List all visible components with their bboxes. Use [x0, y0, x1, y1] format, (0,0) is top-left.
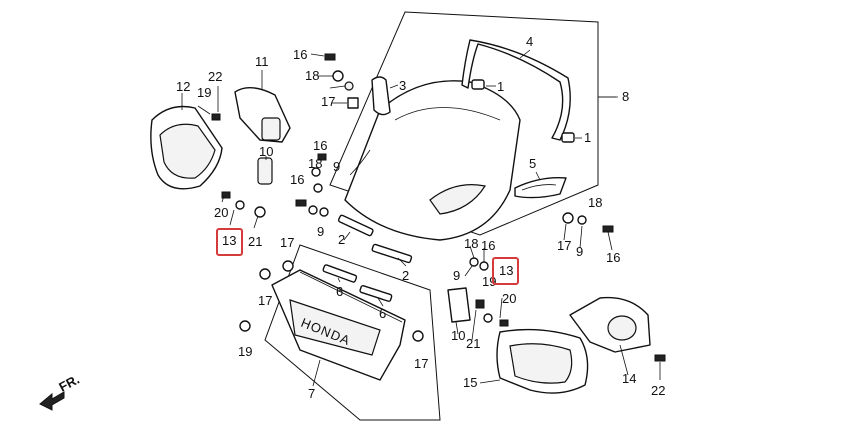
callout-16: 16 [293, 47, 307, 62]
callout-17: 17 [258, 293, 272, 308]
vent-piece [514, 177, 567, 199]
callout-22: 22 [208, 69, 222, 84]
highlight-box-13-right [492, 257, 519, 285]
callout-1: 1 [584, 130, 591, 145]
callout-10: 10 [259, 144, 273, 159]
callout-12: 12 [176, 79, 190, 94]
callout-15: 15 [463, 375, 477, 390]
callout-13: 13 [499, 263, 513, 278]
callout-17: 17 [414, 356, 428, 371]
callout-1: 1 [497, 79, 504, 94]
callout-19: 19 [197, 85, 211, 100]
leader-lines [181, 49, 661, 387]
windscreen-trim [461, 39, 571, 141]
callout-19: 19 [238, 344, 252, 359]
callout-11: 11 [255, 54, 269, 69]
cowl-strip-left [322, 264, 358, 283]
windscreen [344, 80, 521, 241]
callout-7: 7 [308, 386, 315, 401]
callout-8: 8 [622, 89, 629, 104]
direction-label: FR. [56, 372, 82, 395]
highlight-box-13-left [216, 228, 243, 256]
callout-10: 10 [451, 328, 465, 343]
callout-4: 4 [526, 34, 533, 49]
callout-9: 9 [317, 224, 324, 239]
callout-2: 2 [402, 268, 409, 283]
front-arrow-icon [39, 391, 65, 411]
callout-21: 21 [466, 336, 480, 351]
callout-5: 5 [529, 156, 536, 171]
right-mirror-mount [447, 287, 471, 323]
callout-17: 17 [557, 238, 571, 253]
callout-14: 14 [622, 371, 636, 386]
right-mirror-housing [496, 328, 589, 394]
callout-6: 6 [379, 306, 386, 321]
fasteners [211, 53, 666, 362]
callout-21: 21 [248, 234, 262, 249]
windscreen-group-box [329, 11, 599, 236]
callout-17: 17 [280, 235, 294, 250]
callout-17: 17 [321, 94, 335, 109]
clip-right [561, 132, 575, 143]
callout-9: 9 [333, 159, 340, 174]
callout-labels: 1 1 2 2 3 4 5 6 6 7 8 9 9 9 9 10 10 11 1… [176, 34, 665, 401]
molding-left [337, 214, 374, 237]
rubber-boot-left [257, 157, 273, 185]
clip-top [471, 79, 485, 90]
side-deflector-small [371, 76, 391, 116]
callout-18: 18 [305, 68, 319, 83]
callout-16: 16 [313, 138, 327, 153]
callout-6: 6 [336, 284, 343, 299]
callout-3: 3 [399, 78, 406, 93]
molding-right [371, 243, 413, 264]
callout-22: 22 [651, 383, 665, 398]
callout-20: 20 [502, 291, 516, 306]
cowl-strip-right [359, 285, 393, 302]
callout-9: 9 [576, 244, 583, 259]
right-mirror-bracket [569, 296, 651, 353]
callout-18: 18 [308, 156, 322, 171]
callout-13: 13 [222, 233, 236, 248]
front-cowl [271, 269, 406, 381]
callout-16: 16 [290, 172, 304, 187]
callout-16: 16 [606, 250, 620, 265]
callout-20: 20 [214, 205, 228, 220]
callout-9: 9 [453, 268, 460, 283]
callout-19: 19 [482, 274, 496, 289]
callout-18: 18 [588, 195, 602, 210]
mirror-bracket-left [234, 87, 291, 143]
left-mirror-housing [150, 105, 223, 190]
callout-2: 2 [338, 232, 345, 247]
callout-16: 16 [481, 238, 495, 253]
cowl-group-box [264, 244, 441, 421]
callout-18: 18 [464, 236, 478, 251]
